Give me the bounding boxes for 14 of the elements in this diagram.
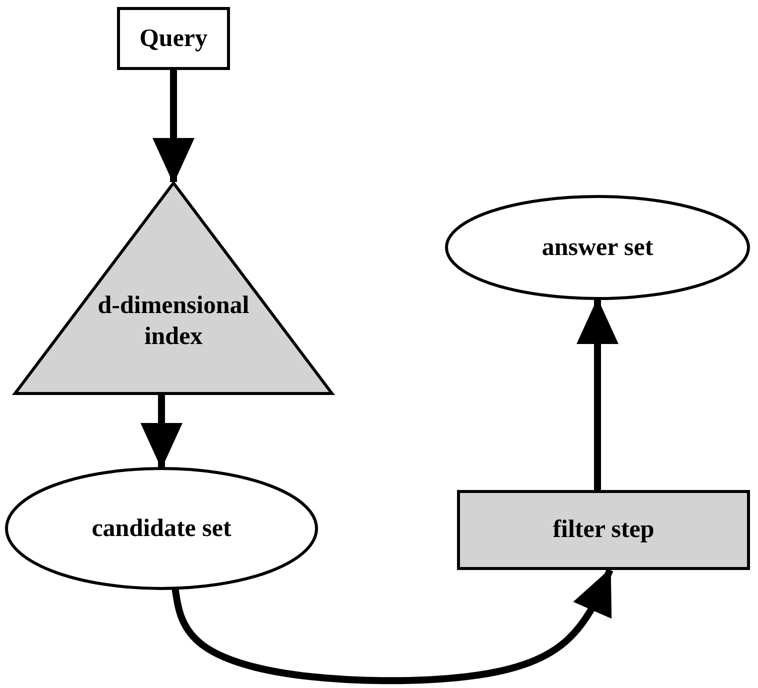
node-label: Query xyxy=(139,24,208,54)
query-box xyxy=(117,7,230,70)
node-label: filter step xyxy=(552,515,654,546)
candidate-ellipse xyxy=(5,467,318,590)
node-label: candidate set xyxy=(92,514,232,544)
arrow xyxy=(172,568,614,684)
node-label: d-dimensional index xyxy=(96,291,250,352)
answer-ellipse xyxy=(445,195,750,300)
index-triangle xyxy=(12,180,335,395)
arrow xyxy=(576,298,618,490)
arrow xyxy=(152,70,194,184)
filter-box xyxy=(457,490,750,570)
node-label: answer set xyxy=(542,232,654,263)
arrow xyxy=(140,395,182,469)
